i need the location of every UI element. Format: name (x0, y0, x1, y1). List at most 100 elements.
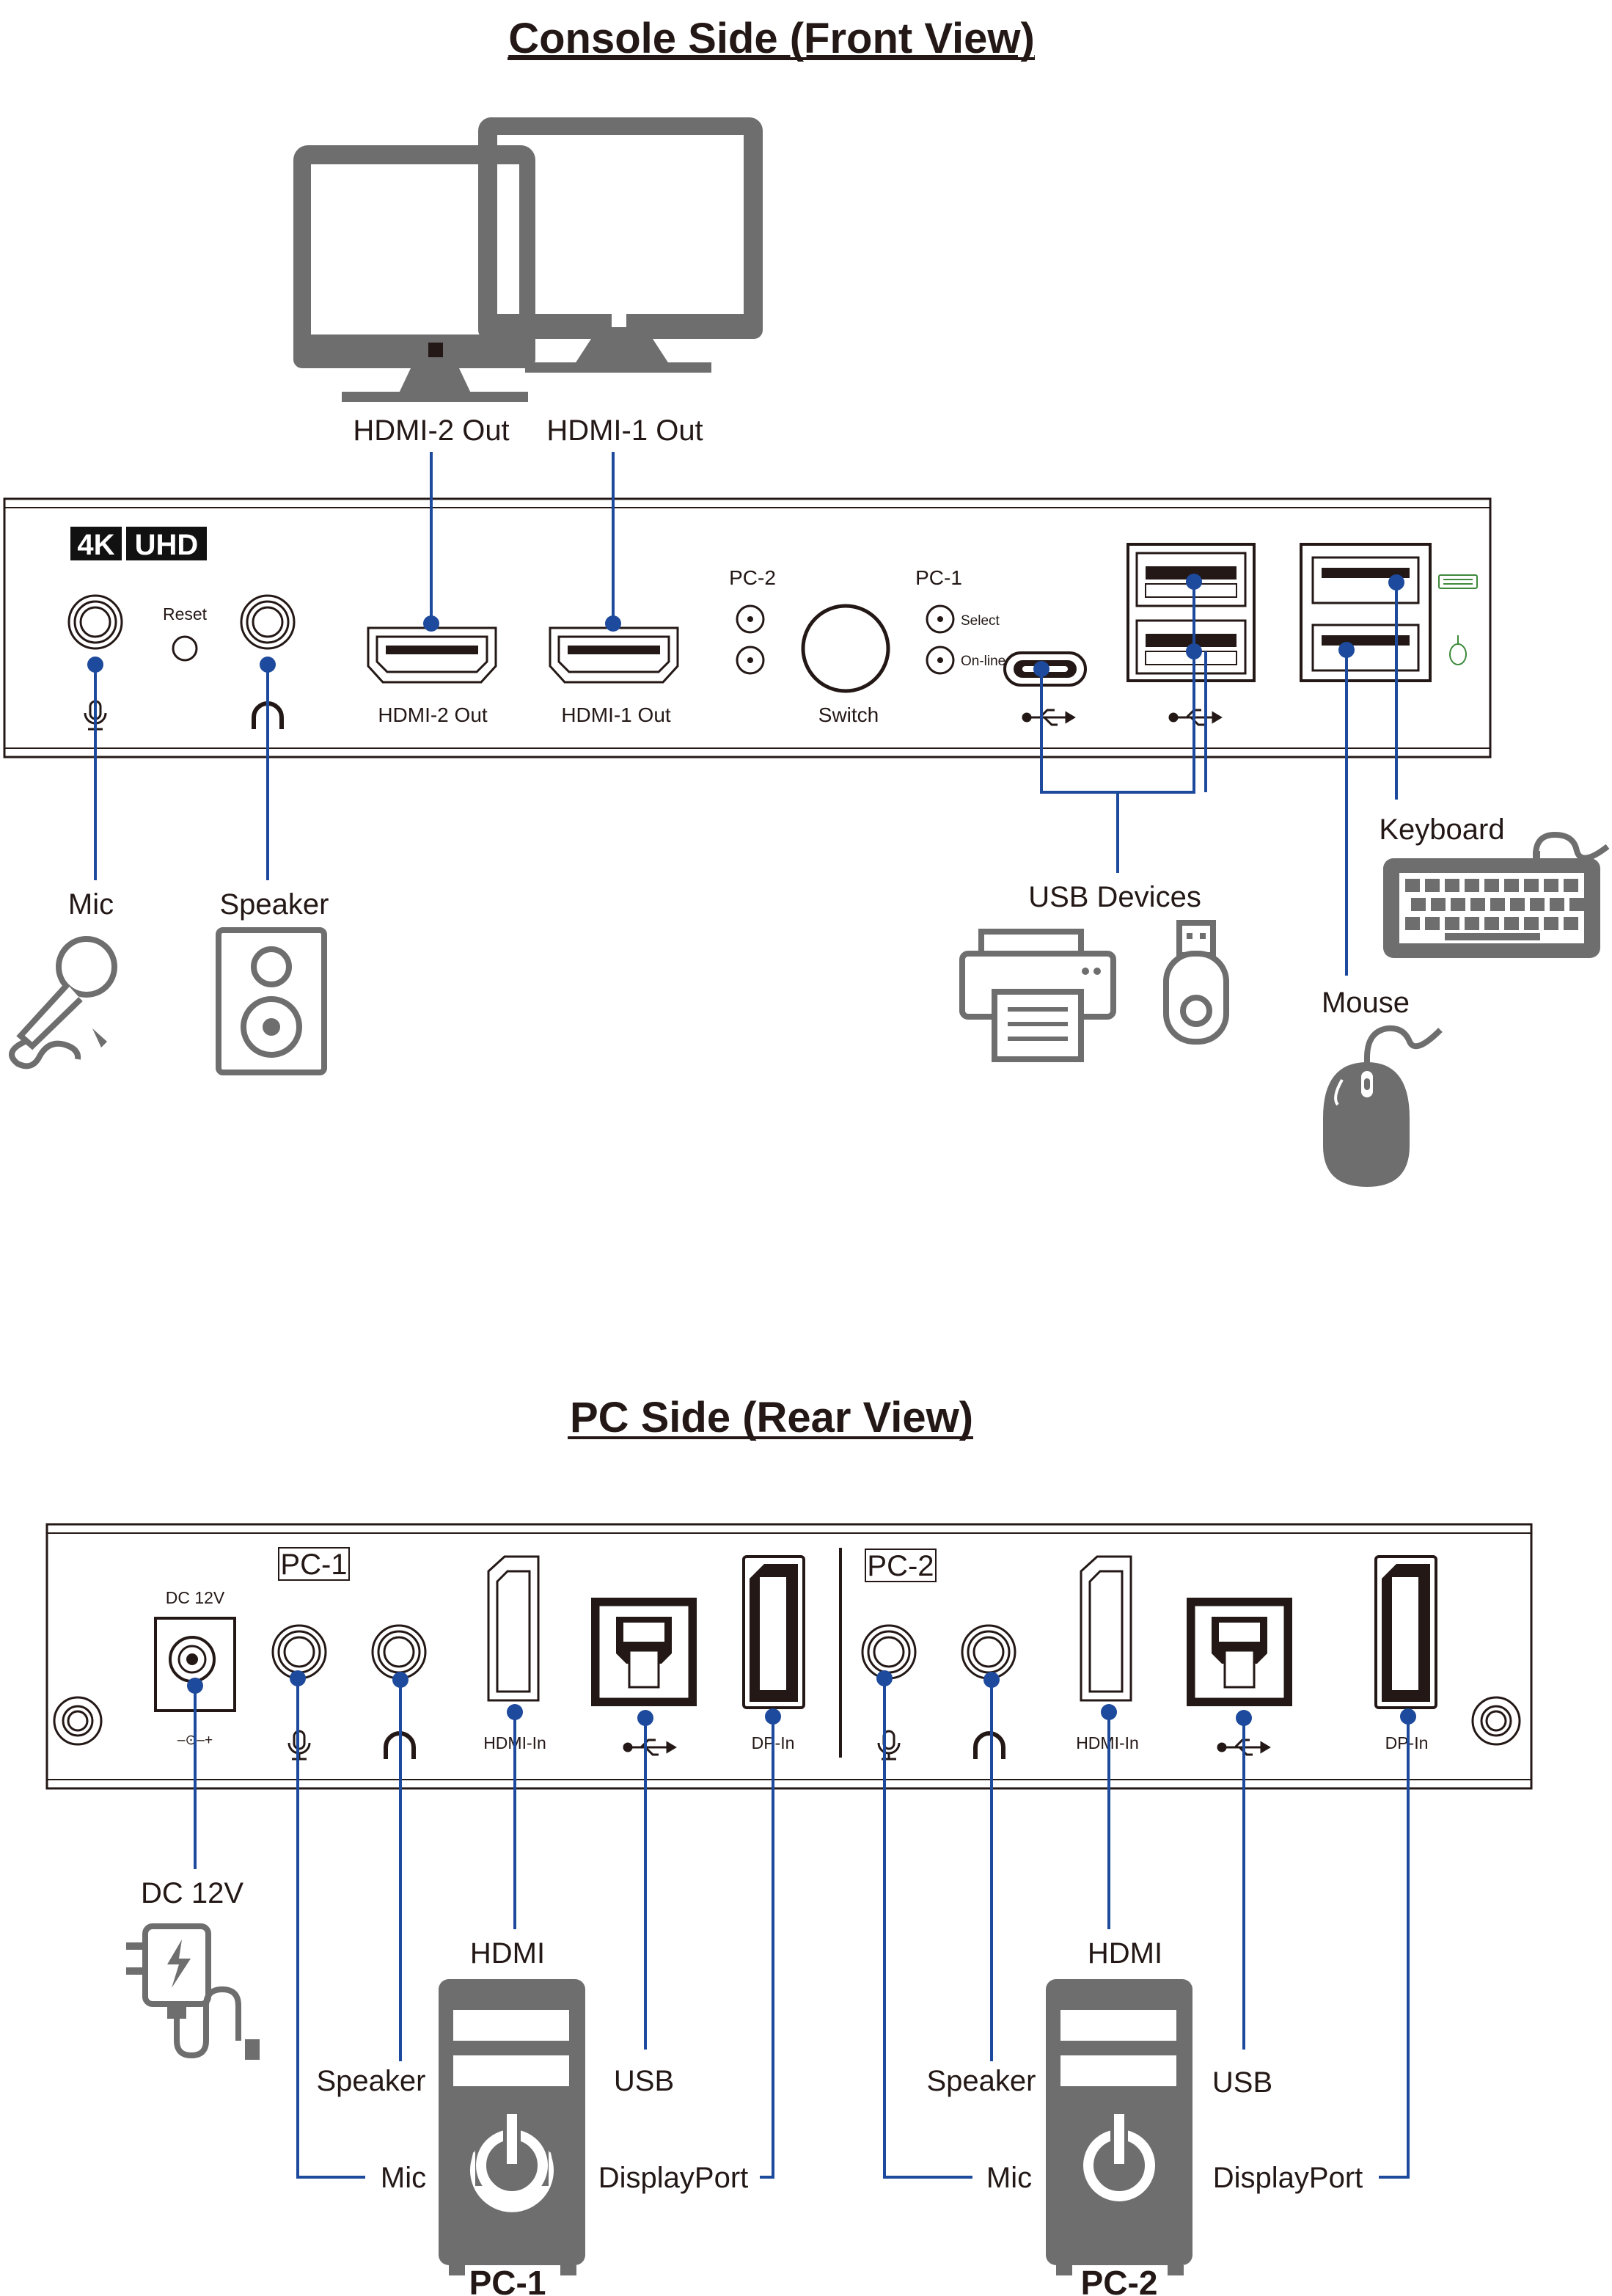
keyboard-key (1411, 898, 1426, 911)
keyboard-key (1484, 879, 1499, 892)
pc2-mic-jack[interactable] (861, 1624, 917, 1680)
keyboard-key (1465, 879, 1479, 892)
keyboard-key (1490, 898, 1505, 911)
keyboard-key (1510, 898, 1525, 911)
pc1-led-label: PC-1 (915, 566, 962, 589)
keyboard-key (1431, 898, 1446, 911)
pc1-mic-label: Mic (381, 2162, 426, 2194)
headphone-symbol-icon (973, 1731, 1005, 1759)
hdmi2-out-callout: HDMI-2 Out (353, 414, 509, 447)
hdmi2-out-port[interactable] (367, 626, 497, 684)
pc1-usb-label: USB (614, 2065, 674, 2097)
pc1-led-indicators (926, 604, 955, 675)
monitor-2-icon (293, 145, 535, 402)
keyboard-key (1550, 898, 1564, 911)
keyboard-key (1504, 879, 1519, 892)
online-led-label: On-line (961, 654, 1005, 669)
mouse-port-icon (1449, 635, 1467, 665)
speaker-icon (216, 927, 327, 1075)
dc-power-port[interactable] (154, 1617, 236, 1712)
switch-button[interactable] (801, 604, 890, 693)
keyboard-key (1569, 898, 1584, 911)
keyboard-key (1484, 917, 1499, 930)
pc1-group-label: PC-1 (280, 1549, 347, 1581)
front-speaker-label: Speaker (220, 888, 329, 921)
pc1-hdmi-in-port[interactable] (487, 1555, 540, 1702)
pc2-hdmi-label: HDMI (1088, 1937, 1162, 1970)
pc2-name: PC-2 (1081, 2264, 1158, 2296)
pc2-displayport-label: DisplayPort (1213, 2162, 1363, 2194)
monitor-1-icon (477, 117, 763, 373)
reset-label: Reset (163, 604, 208, 624)
pc2-led-indicators (736, 604, 765, 675)
mount-screw-right (1471, 1696, 1521, 1746)
keyboard-label: Keyboard (1379, 814, 1504, 846)
pc2-speaker-label: Speaker (927, 2065, 1036, 2097)
pc1-name: PC-1 (469, 2264, 546, 2296)
mouse-label: Mouse (1322, 987, 1410, 1019)
dc-port-label: DC 12V (166, 1588, 225, 1607)
pc1-group-box (278, 1547, 350, 1581)
pc2-hdmi-in-port[interactable] (1080, 1555, 1132, 1702)
pc1-speaker-jack[interactable] (371, 1624, 427, 1680)
keyboard-key (1524, 917, 1539, 930)
front-speaker-jack[interactable] (240, 594, 296, 650)
keyboard-key (1544, 917, 1558, 930)
keyboard-key (1564, 879, 1578, 892)
hdmi2-out-port-label: HDMI-2 Out (378, 703, 488, 726)
reset-button[interactable] (172, 635, 198, 662)
keyboard-key (1405, 879, 1420, 892)
pc2-usb-label: USB (1212, 2066, 1272, 2099)
keyboard-key (1445, 879, 1459, 892)
pc1-displayport-in[interactable] (742, 1555, 805, 1709)
usb-symbol-icon (1022, 709, 1076, 726)
keyboard-mouse-port[interactable] (1300, 543, 1432, 682)
usb-devices-label: USB Devices (1028, 881, 1201, 913)
pc2-led-label: PC-2 (729, 566, 776, 589)
pc2-speaker-jack[interactable] (961, 1624, 1016, 1680)
keyboard-key (1504, 917, 1519, 930)
keyboard-key (1465, 917, 1479, 930)
pc1-mic-jack[interactable] (271, 1624, 327, 1680)
keyboard-keys (1405, 879, 1584, 940)
pc1-usb-b-port[interactable] (591, 1598, 697, 1706)
keyboard-key (1564, 917, 1578, 930)
usb-a-stacked-port[interactable] (1126, 543, 1256, 682)
keyboard-port-icon (1438, 574, 1478, 589)
switch-label: Switch (818, 703, 879, 726)
mouse-icon (1323, 1025, 1443, 1187)
pc2-usb-b-port[interactable] (1187, 1598, 1292, 1706)
hdmi1-out-port[interactable] (549, 626, 679, 684)
microphone-icon (9, 936, 117, 1070)
mount-screw-left (53, 1696, 103, 1746)
front-mic-label: Mic (68, 888, 114, 921)
keyboard-spacebar (1445, 933, 1540, 940)
power-adapter-icon (126, 1923, 260, 2060)
pc2-group-box (865, 1549, 937, 1582)
keyboard-key (1530, 898, 1545, 911)
pc1-hdmi-label: HDMI (470, 1937, 545, 1970)
keyboard-key (1405, 917, 1420, 930)
badge-4k: 4K (77, 529, 114, 561)
pc2-mic-label: Mic (986, 2162, 1032, 2194)
keyboard-key (1451, 898, 1465, 911)
keyboard-key (1470, 898, 1485, 911)
front-mic-jack[interactable] (67, 594, 123, 650)
hdmi1-out-port-label: HDMI-1 Out (561, 703, 671, 726)
keyboard-key (1425, 917, 1440, 930)
dc-adapter-label: DC 12V (141, 1877, 243, 1909)
badge-uhd: UHD (135, 529, 199, 561)
pc2-displayport-in[interactable] (1374, 1555, 1437, 1709)
keyboard-key (1544, 879, 1558, 892)
rear-wires (187, 1670, 1416, 2179)
pc1-displayport-label: DisplayPort (598, 2162, 749, 2194)
usb-flash-drive-icon (1163, 920, 1229, 1045)
select-led-label: Select (961, 613, 1000, 629)
front-wires (87, 452, 1404, 976)
pc1-speaker-label: Speaker (317, 2065, 426, 2097)
hdmi1-out-callout: HDMI-1 Out (546, 414, 703, 447)
printer-icon (959, 929, 1116, 1062)
pc2-group-label: PC-2 (867, 1550, 934, 1582)
keyboard-key (1524, 879, 1539, 892)
